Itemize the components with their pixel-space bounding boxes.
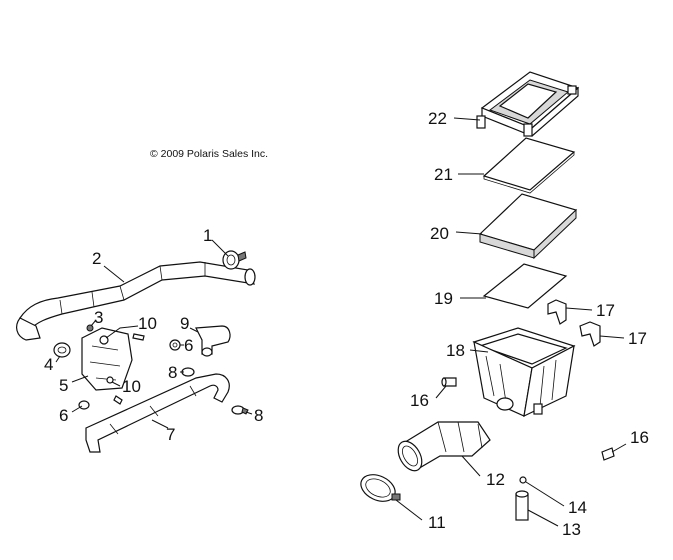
- callout-6b: 6: [184, 336, 193, 355]
- bracket-part-5: [81, 327, 133, 391]
- fitting-part-16-left: [441, 377, 457, 387]
- filter-element-part-20: [478, 193, 578, 260]
- drain-hose-part-7: [85, 373, 230, 453]
- callout-10a: 10: [138, 314, 157, 333]
- callout-17a: 17: [596, 301, 615, 320]
- callout-10b: 10: [122, 377, 141, 396]
- clamp-part-6-upper: [169, 339, 181, 351]
- leader-7: [151, 419, 169, 429]
- clip-part-17-upper: [547, 299, 567, 325]
- leader-8b: [245, 411, 253, 415]
- callout-11: 11: [428, 513, 446, 532]
- leader-16a: [435, 385, 447, 399]
- leader-10a: [105, 325, 139, 339]
- leader-14: [525, 481, 565, 507]
- callout-17b: 17: [628, 329, 647, 348]
- clamp-part-4: [53, 342, 71, 358]
- leader-9: [189, 327, 199, 333]
- callout-6a: 6: [59, 406, 68, 425]
- leader-16b: [611, 443, 627, 453]
- callout-2: 2: [92, 249, 101, 268]
- leader-17a: [565, 307, 593, 311]
- callout-8a: 8: [168, 363, 177, 382]
- clamp-ring-part-11: [360, 474, 401, 502]
- leader-17b: [599, 335, 625, 339]
- leader-20: [455, 231, 483, 235]
- fitting-part-16-right: [601, 447, 615, 461]
- leader-4: [55, 355, 61, 363]
- callout-12: 12: [486, 470, 505, 489]
- washer-part-3: [86, 324, 94, 332]
- leader-6a: [71, 405, 83, 413]
- callout-21: 21: [434, 165, 453, 184]
- leader-2: [103, 265, 125, 283]
- airbox-base-part-18: [472, 327, 576, 418]
- callout-1: 1: [203, 226, 212, 245]
- callout-14: 14: [568, 498, 587, 517]
- elbow-hose-part-9: [195, 325, 231, 357]
- callout-13: 13: [562, 520, 581, 539]
- callout-18: 18: [446, 341, 465, 360]
- callout-3: 3: [94, 308, 103, 327]
- callout-22: 22: [428, 109, 447, 128]
- callout-16a: 16: [410, 391, 429, 410]
- callout-8b: 8: [254, 406, 263, 425]
- hose-clamp-part-1: [222, 250, 247, 270]
- filter-sheet-part-21: [482, 137, 576, 194]
- screw-part-10-lower: [113, 395, 123, 405]
- leader-10b: [111, 381, 121, 387]
- copyright-text: © 2009 Polaris Sales Inc.: [150, 148, 268, 160]
- callout-19: 19: [434, 289, 453, 308]
- leader-11: [395, 499, 423, 521]
- leader-18: [469, 349, 489, 353]
- leader-22: [453, 117, 481, 121]
- leader-13: [527, 509, 559, 527]
- leader-1: [211, 239, 229, 257]
- callout-9: 9: [180, 314, 189, 333]
- leader-5: [71, 375, 89, 383]
- callout-5: 5: [59, 376, 68, 395]
- leader-3: [90, 319, 97, 327]
- clamp-part-8-lower: [231, 405, 249, 415]
- airbox-lid-part-22: [476, 71, 580, 137]
- clamp-part-6-lower: [78, 400, 90, 410]
- callout-20: 20: [430, 224, 449, 243]
- callout-16b: 16: [630, 428, 649, 447]
- drain-tube-part-13: [515, 490, 529, 521]
- prefilter-part-19: [482, 263, 568, 309]
- leader-12: [461, 455, 481, 477]
- clip-part-17-lower: [579, 321, 601, 347]
- screw-part-10-upper: [132, 333, 145, 341]
- callout-7: 7: [166, 425, 175, 444]
- plug-part-14: [519, 476, 527, 484]
- callout-4: 4: [44, 355, 53, 374]
- outlet-boot-part-12: [397, 421, 491, 472]
